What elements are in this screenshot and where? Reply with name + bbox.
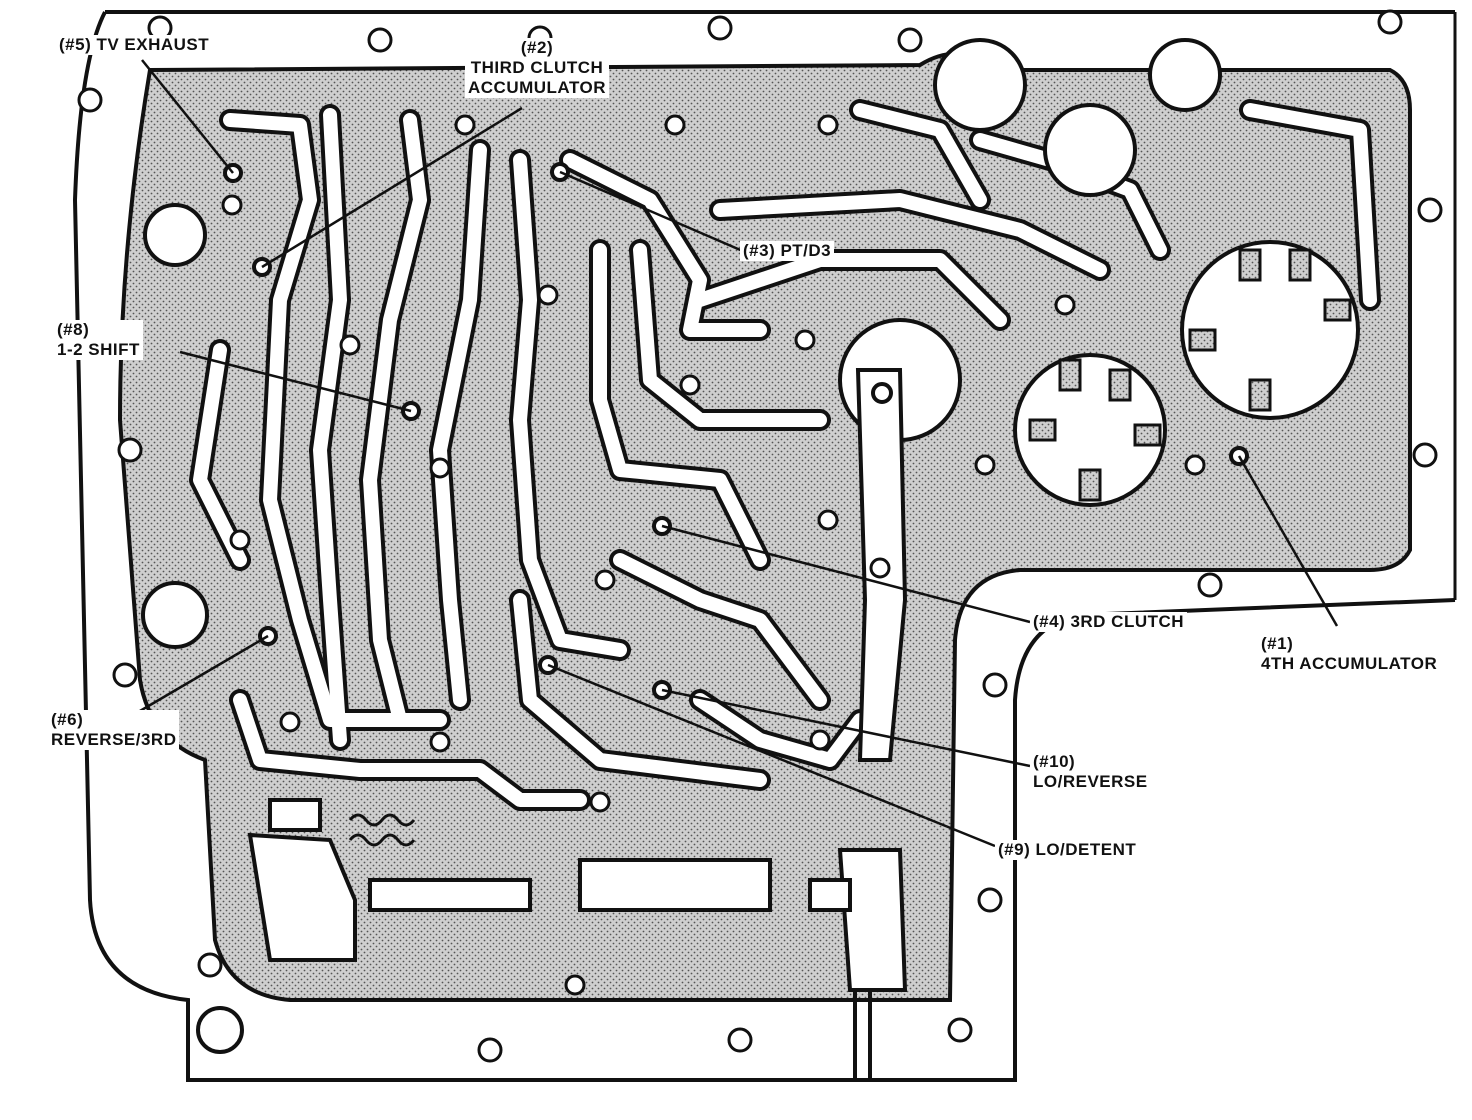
label-lo-reverse: (#10) LO/REVERSE [1030,752,1151,792]
leader-reverse-3rd [127,634,269,720]
label-reverse-3rd: (#6) REVERSE/3RD [48,710,180,750]
lever-pin [871,382,893,404]
label-lo-detent: (#9) LO/DETENT [995,840,1140,860]
label-3rd-clutch: (#4) 3RD CLUTCH [1030,612,1188,632]
label-1-2-shift: (#8) 1-2 SHIFT [54,320,143,360]
leader-pt-d3 [559,170,746,254]
shaft-assembly [247,798,852,962]
label-pt-d3: (#3) PT/D3 [740,241,835,261]
leader-lo-detent [547,663,996,848]
label-4th-accumulator: (#1) 4TH ACCUMULATOR [1258,634,1441,674]
label-tv-exhaust: (#5) TV EXHAUST [56,35,213,55]
bolt-holes [77,9,1443,1063]
large-bores [141,38,1222,1054]
leader-third-clutch-accum [261,106,523,269]
label-third-clutch-accumulator: (#2) THIRD CLUTCH ACCUMULATOR [465,38,610,98]
leader-lines [127,59,1339,848]
leader-3rd-clutch [661,524,1031,624]
leader-lo-reverse [661,688,1031,768]
detent-spring [348,813,416,847]
leader-tv-exhaust [141,59,234,174]
oil-passages [189,99,1381,811]
accumulator-teeth [1028,248,1352,502]
leader-1-2-shift [179,350,412,413]
leader-4th-accum [1237,455,1339,627]
